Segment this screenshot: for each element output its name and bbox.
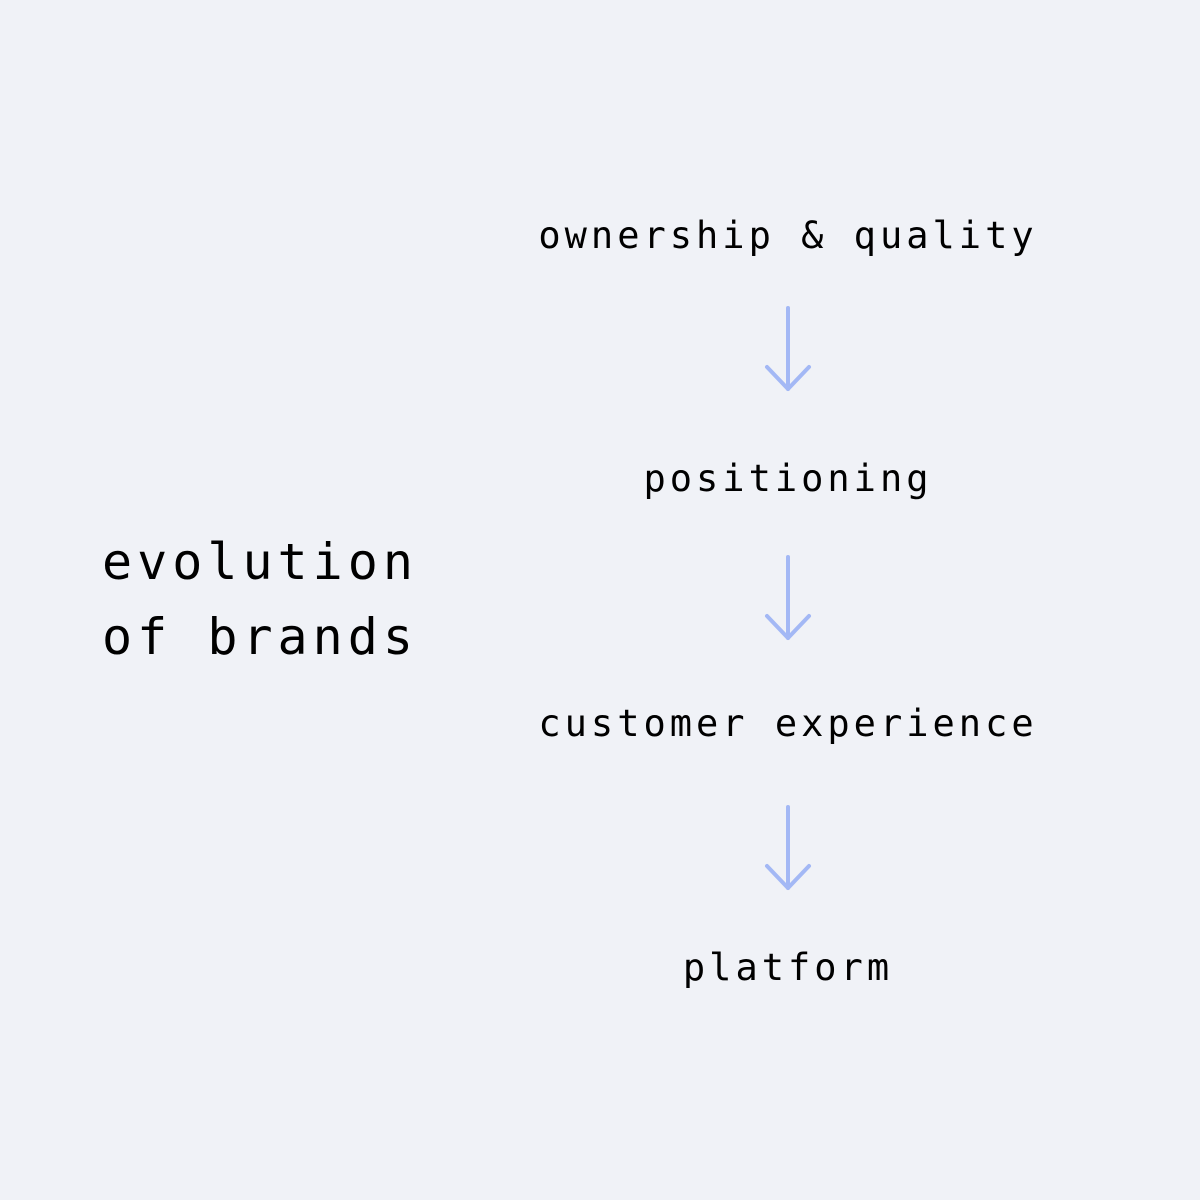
step-platform: platform xyxy=(682,946,894,989)
diagram-title-line-2: of brands xyxy=(102,608,418,666)
step-ownership-quality: ownership & quality xyxy=(538,214,1038,257)
diagram-title: evolution of brands xyxy=(100,525,420,675)
evolution-steps: ownership & quality positioning customer… xyxy=(538,0,1038,1200)
diagram-title-line-1: evolution xyxy=(102,533,418,591)
step-customer-experience: customer experience xyxy=(538,702,1038,745)
arrow-down-icon xyxy=(758,804,818,894)
arrow-down-icon xyxy=(758,305,818,395)
step-positioning: positioning xyxy=(643,457,933,500)
arrow-down-icon xyxy=(758,554,818,644)
